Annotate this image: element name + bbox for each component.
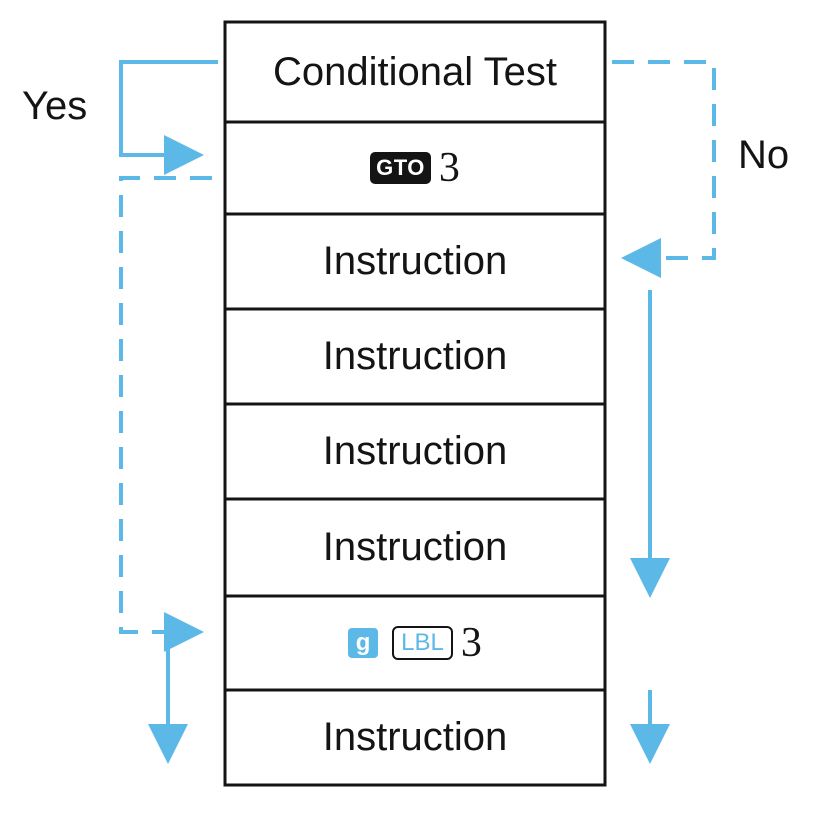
gto-key: GTO bbox=[370, 152, 431, 184]
goto-jump-arrow bbox=[119, 176, 212, 652]
g-shift-key: g bbox=[348, 628, 379, 658]
no-label: No bbox=[738, 133, 790, 177]
goto-cell: GTO 3 bbox=[225, 122, 605, 214]
instruction-cell: Instruction bbox=[225, 214, 605, 309]
yes-label: Yes bbox=[22, 84, 88, 128]
label-cell: g LBL 3 bbox=[225, 596, 605, 690]
instruction-cell: Instruction bbox=[225, 690, 605, 785]
instruction-text: Instruction bbox=[322, 525, 508, 569]
label-number: 3 bbox=[460, 620, 482, 666]
instruction-cell: Instruction bbox=[225, 309, 605, 404]
instruction-cell: Instruction bbox=[225, 499, 605, 596]
instruction-text: Instruction bbox=[322, 239, 508, 283]
instruction-text: Instruction bbox=[322, 334, 508, 378]
instruction-text: Instruction bbox=[322, 715, 508, 759]
instruction-cell: Instruction bbox=[225, 404, 605, 499]
conditional-test-cell: Conditional Test bbox=[225, 22, 605, 122]
goto-target: 3 bbox=[438, 145, 460, 191]
lbl-key: LBL bbox=[392, 626, 453, 660]
conditional-test-text: Conditional Test bbox=[273, 49, 557, 94]
yes-branch-arrow bbox=[119, 60, 218, 175]
instruction-text: Instruction bbox=[322, 429, 508, 473]
no-branch-arrow bbox=[612, 60, 716, 278]
row-dividers bbox=[225, 120, 605, 692]
